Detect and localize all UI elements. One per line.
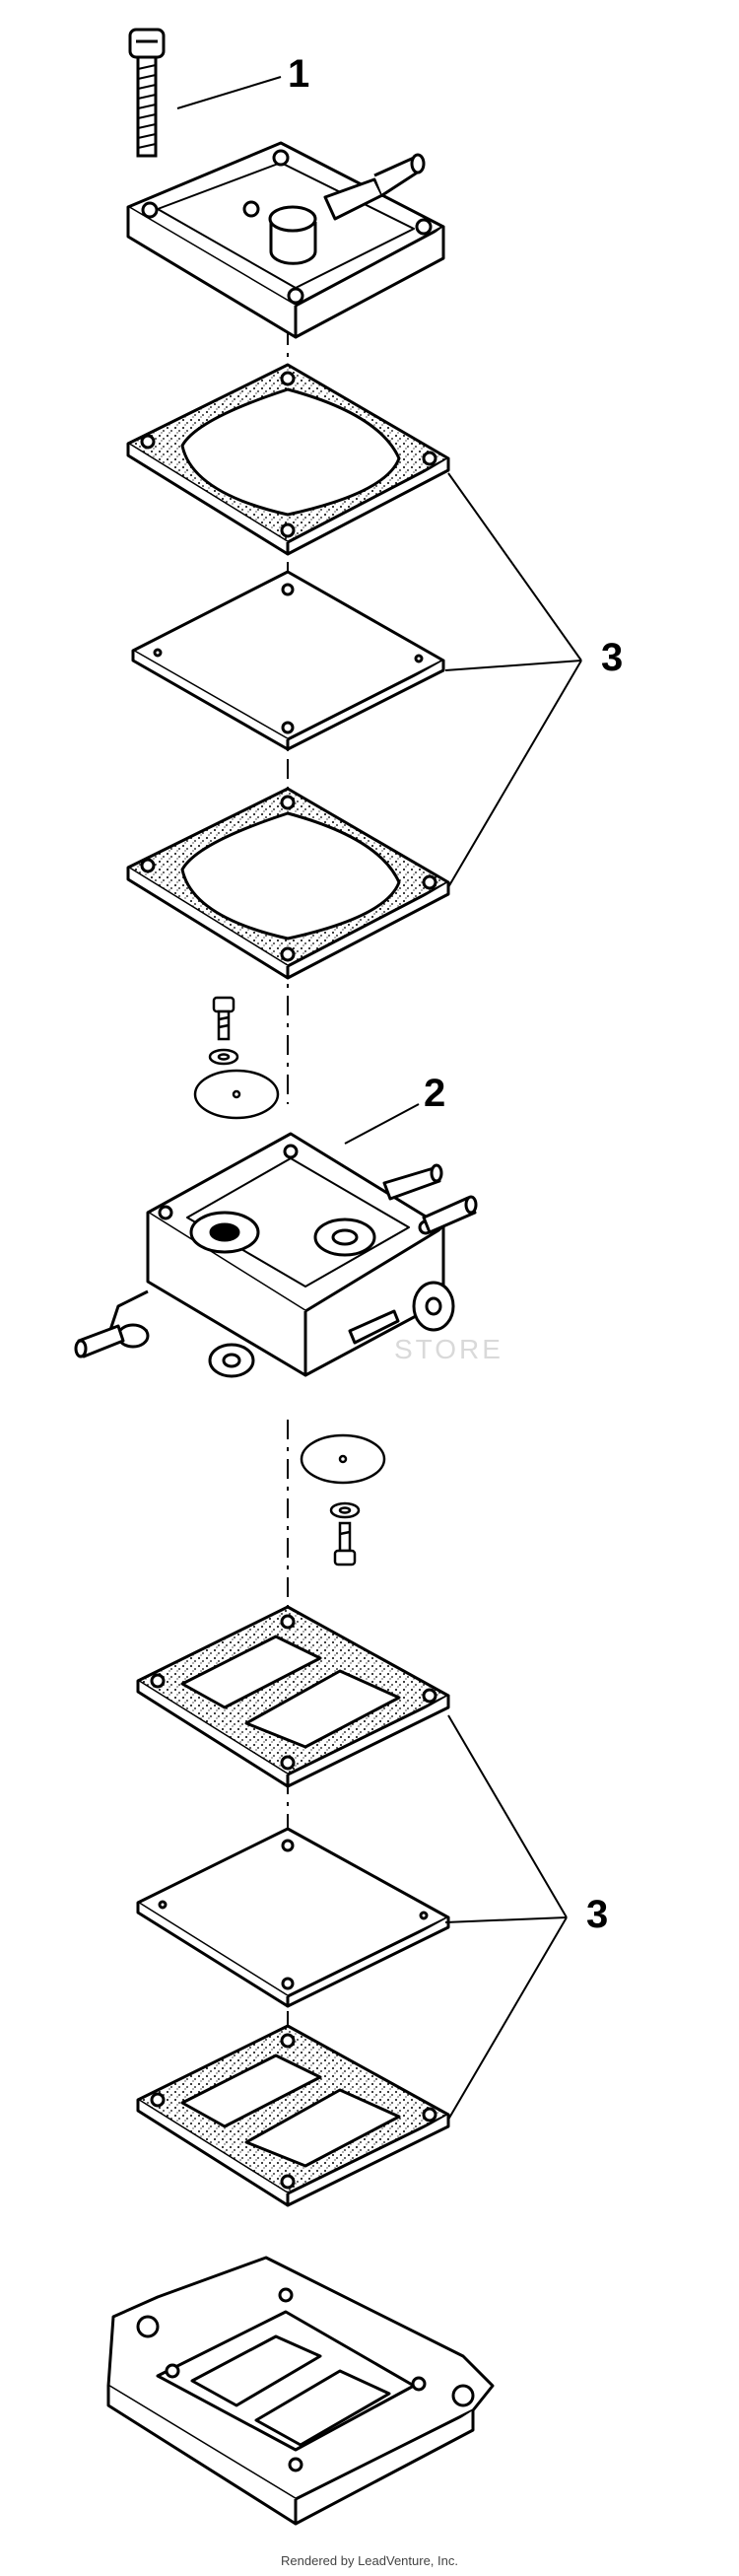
- leader-lines-lower-3: [444, 1714, 568, 2121]
- leader-lines-upper-3: [444, 472, 582, 888]
- leader-line-1: [176, 76, 282, 109]
- callout-part-2: 2: [424, 1072, 445, 1115]
- pump-body: [74, 1132, 478, 1378]
- gasket-ring-middle: [126, 787, 450, 980]
- top-cover: [126, 141, 445, 339]
- screw-small-lower: [300, 1433, 386, 1566]
- screw-small-upper: [193, 996, 280, 1120]
- footer-credit: Rendered by LeadVenture, Inc.: [281, 2553, 458, 2568]
- leader-line-2: [344, 1103, 420, 1145]
- callout-part-1: 1: [288, 52, 309, 96]
- base-plate: [106, 2256, 495, 2526]
- diaphragm-plate-lower: [136, 1827, 450, 2008]
- callout-part-3-lower: 3: [586, 1893, 608, 1936]
- gasket-dual-lower: [136, 2024, 450, 2207]
- callout-part-3-upper: 3: [601, 636, 623, 679]
- gasket-dual-upper: [136, 1605, 450, 1788]
- screw-part-1: [128, 28, 166, 158]
- watermark-text: STORE: [394, 1334, 504, 1364]
- diaphragm-plate-upper: [131, 570, 445, 751]
- gasket-ring-upper: [126, 363, 450, 556]
